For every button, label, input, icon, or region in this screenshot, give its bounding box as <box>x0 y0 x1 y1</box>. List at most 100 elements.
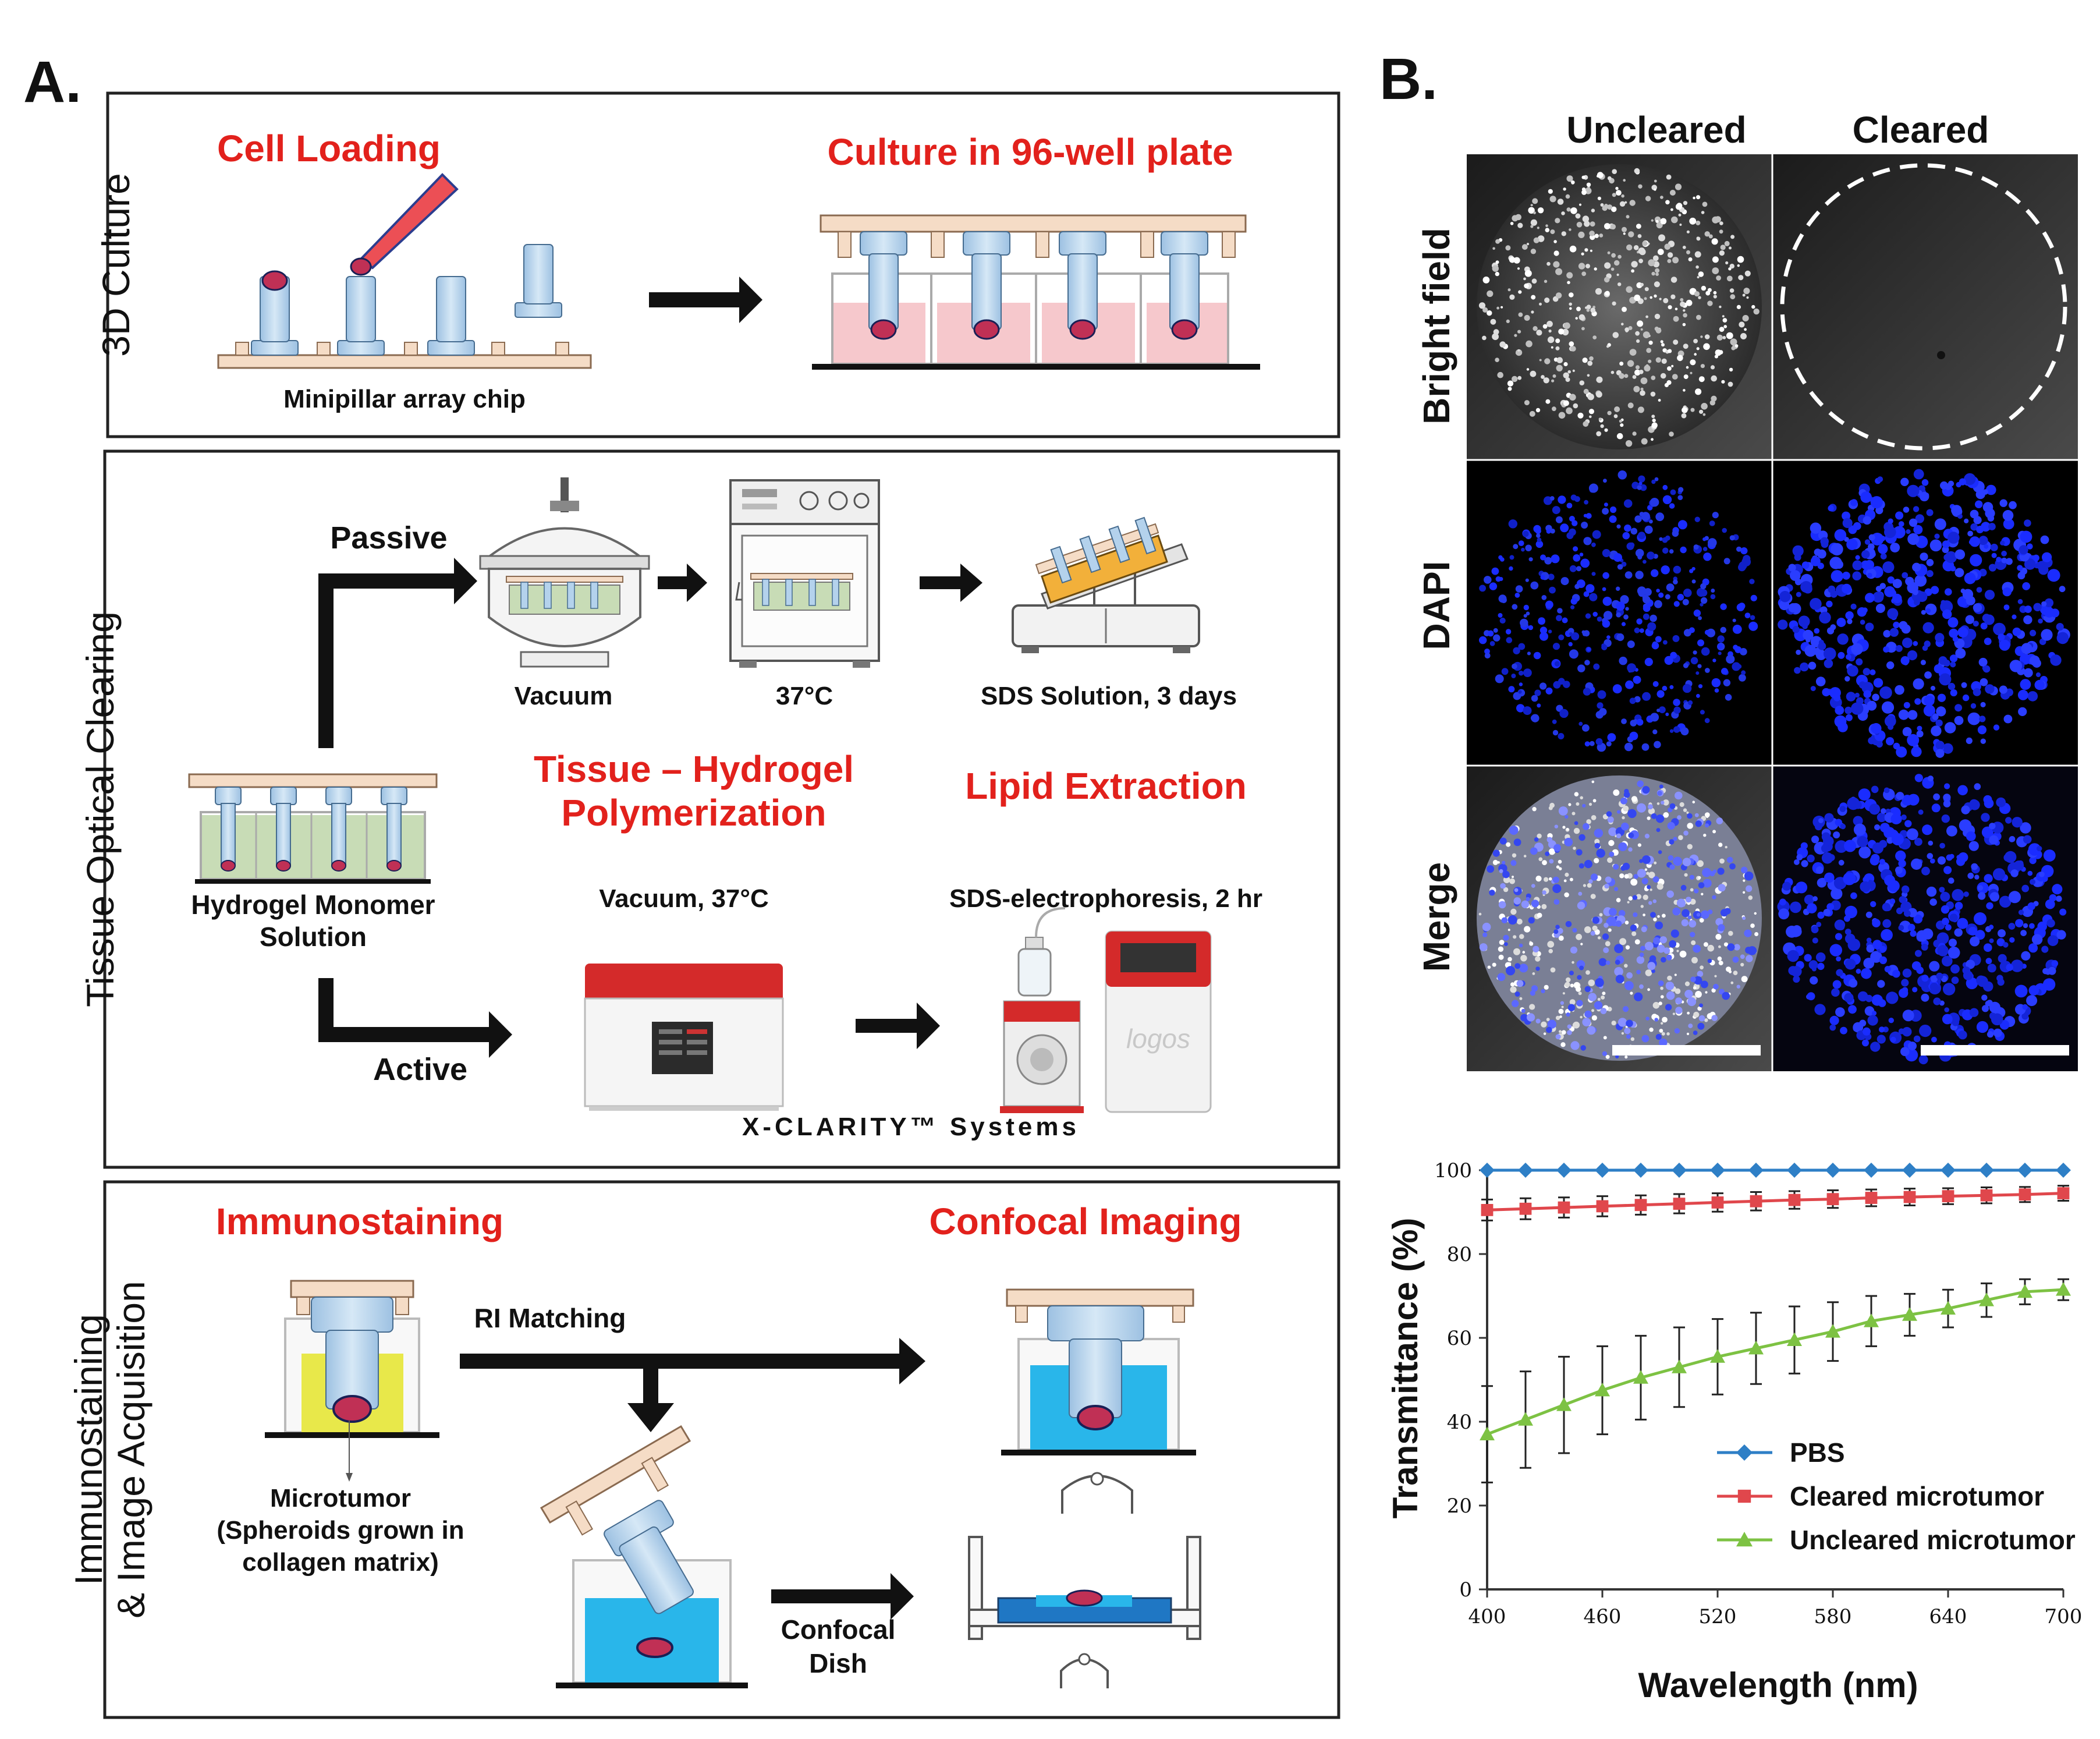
nucleus <box>1872 693 1879 702</box>
speckle <box>1629 200 1636 206</box>
speckle <box>1689 217 1697 225</box>
nucleus <box>1650 713 1659 722</box>
nucleus <box>1976 1021 1989 1033</box>
speckle <box>1537 235 1545 242</box>
nucleus <box>1606 635 1611 639</box>
speckle <box>1697 860 1704 867</box>
speckle <box>1648 872 1655 879</box>
nucleus <box>1614 967 1623 976</box>
nucleus <box>1629 542 1635 548</box>
speckle <box>1684 981 1690 986</box>
series-pbs <box>1480 1163 2071 1178</box>
nucleus <box>1849 979 1858 988</box>
nucleus <box>2046 919 2055 928</box>
nucleus <box>1887 608 1899 619</box>
nucleus <box>1697 971 1704 977</box>
speckle <box>1505 245 1511 251</box>
nucleus <box>1693 650 1697 655</box>
nucleus <box>1740 547 1748 555</box>
nucleus <box>1670 489 1676 495</box>
nucleus <box>1652 876 1659 883</box>
speckle <box>1645 969 1652 976</box>
speckle <box>1710 365 1715 370</box>
arrow-culture-icon <box>649 277 762 323</box>
speckle <box>1719 250 1725 256</box>
nucleus <box>1962 589 1974 600</box>
nucleus <box>1872 592 1884 603</box>
nucleus <box>1870 951 1882 963</box>
nucleus <box>1498 901 1506 909</box>
nucleus <box>1669 839 1675 845</box>
nucleus <box>1804 644 1817 657</box>
speckle <box>1550 229 1555 235</box>
speckle <box>1651 271 1655 276</box>
nucleus <box>1541 989 1545 994</box>
speckle <box>1533 211 1536 214</box>
nucleus <box>1606 916 1616 926</box>
speckle <box>1683 808 1687 812</box>
nucleus <box>1628 847 1633 852</box>
data-point <box>1556 1163 1572 1178</box>
nucleus <box>1856 697 1864 705</box>
nucleus <box>1583 591 1590 597</box>
nucleus <box>1931 803 1941 813</box>
nucleus <box>2003 714 2013 724</box>
nucleus <box>1502 860 1506 865</box>
speckle <box>1526 368 1530 371</box>
speckle <box>1595 288 1602 295</box>
speckle <box>1510 982 1515 987</box>
speckle <box>1622 226 1627 232</box>
speckle <box>1746 296 1749 299</box>
nucleus <box>1913 506 1920 512</box>
nucleus <box>1828 585 1836 593</box>
speckle <box>1524 314 1530 321</box>
nucleus <box>1740 954 1745 959</box>
speckle <box>1624 1056 1628 1059</box>
speckle <box>1703 942 1708 947</box>
speckle <box>1621 323 1624 325</box>
speckle <box>1579 380 1585 385</box>
speckle <box>1611 267 1615 271</box>
speckle <box>1690 898 1696 905</box>
speckle <box>1662 1017 1668 1023</box>
speckle <box>1646 348 1652 353</box>
nucleus <box>1958 852 1968 862</box>
speckle <box>1576 802 1580 806</box>
nucleus <box>1942 918 1949 925</box>
nucleus <box>1629 697 1636 704</box>
speckle <box>1695 991 1702 998</box>
nucleus <box>1675 791 1683 800</box>
nucleus <box>1568 642 1573 647</box>
nucleus <box>1705 823 1709 828</box>
nucleus <box>2000 540 2005 546</box>
speckle <box>1680 301 1686 307</box>
speckle <box>1711 395 1717 402</box>
image-bright-cleared <box>1772 154 2078 460</box>
speckle <box>1660 218 1667 225</box>
speckle <box>1512 876 1514 879</box>
nucleus <box>1999 639 2010 651</box>
nucleus <box>1739 648 1747 656</box>
speckle <box>1584 221 1590 227</box>
speckle <box>1715 349 1722 356</box>
speckle <box>1637 406 1644 413</box>
speckle <box>1634 295 1641 302</box>
confocal-well-icon <box>1001 1288 1196 1514</box>
speckle <box>1553 250 1559 256</box>
nucleus <box>1893 621 1900 629</box>
nucleus <box>1700 603 1704 607</box>
nucleus <box>1990 543 1998 551</box>
speckle <box>1714 355 1718 359</box>
speckle <box>1537 912 1542 918</box>
speckle <box>1581 190 1587 195</box>
speckle <box>1637 843 1641 847</box>
nucleus <box>1629 731 1638 741</box>
nucleus <box>1903 702 1910 709</box>
speckle <box>1652 255 1659 261</box>
speckle <box>1601 995 1605 1000</box>
nucleus <box>1673 699 1680 706</box>
nucleus <box>1981 813 1990 822</box>
nucleus <box>1722 991 1730 1000</box>
speckle <box>1535 408 1541 413</box>
nucleus <box>1555 1034 1561 1040</box>
